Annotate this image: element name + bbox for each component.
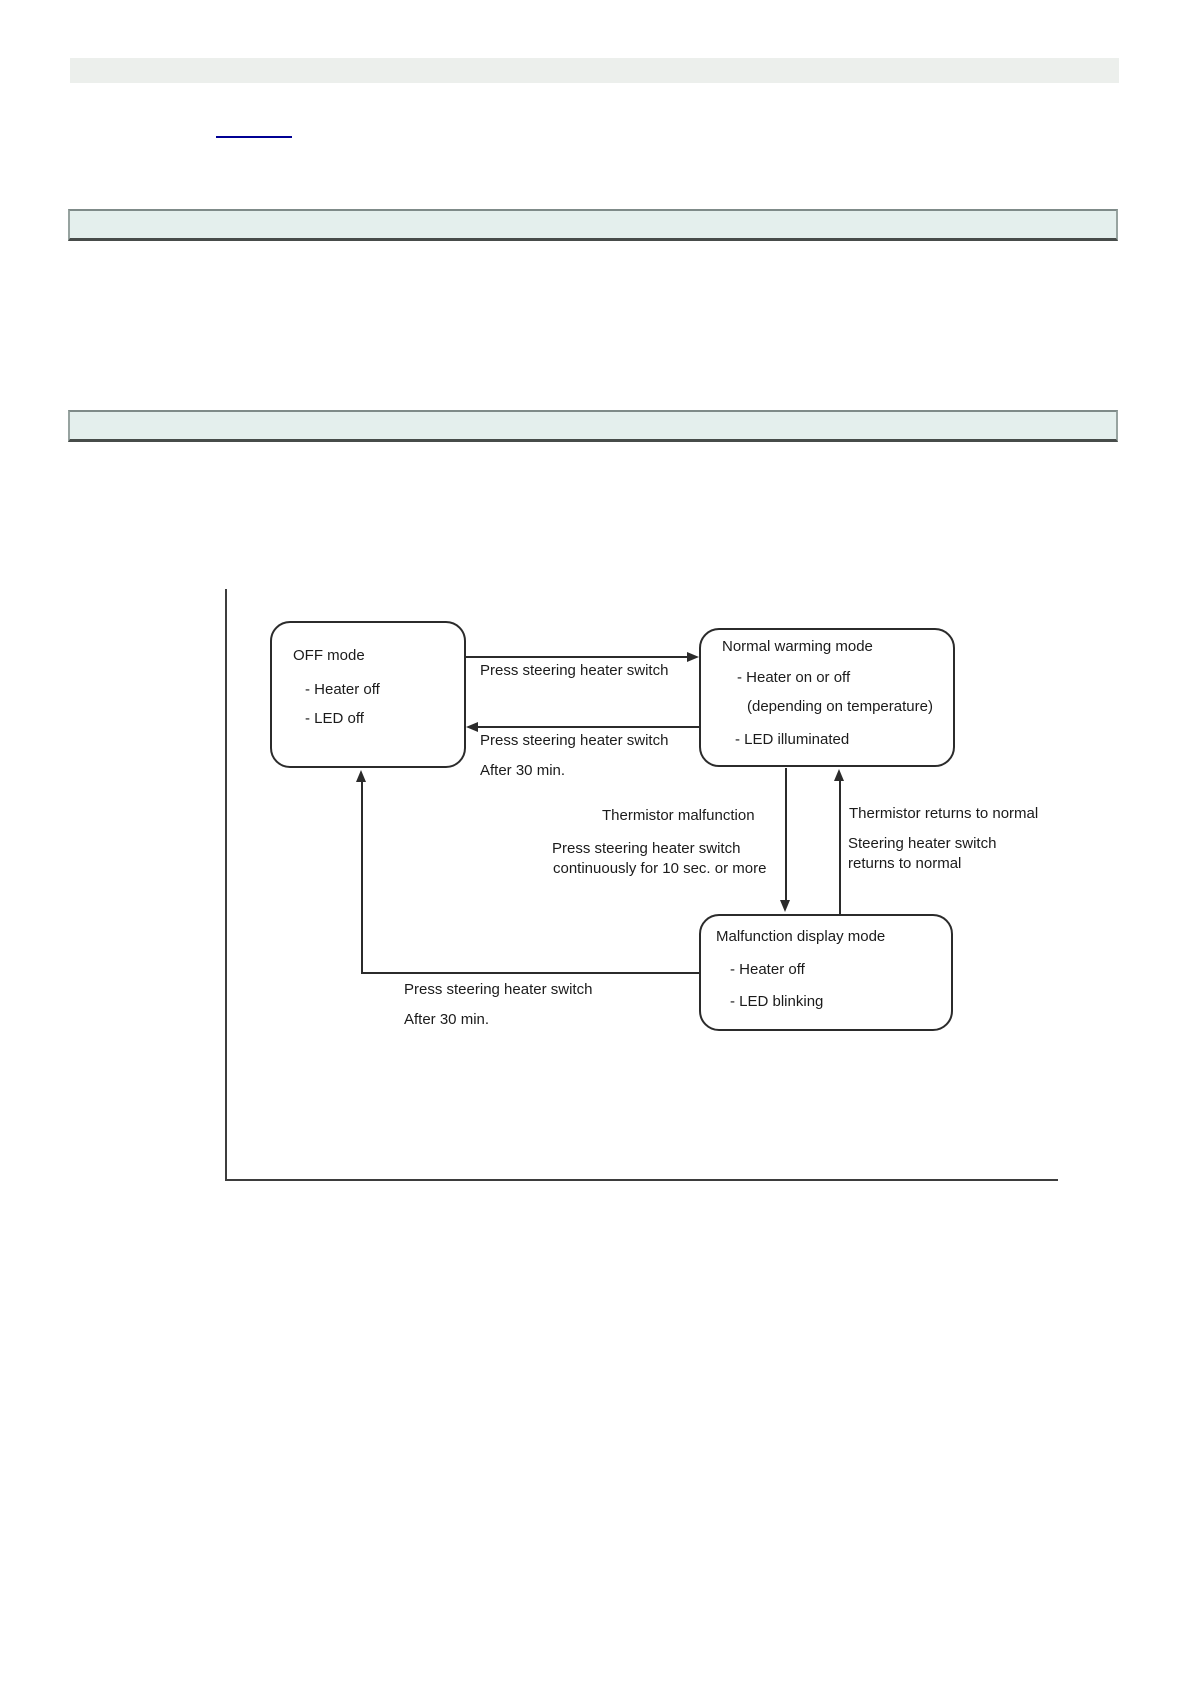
edge-normal-to-malfunction-line [785, 768, 787, 902]
edge-malfunction-to-off-vline [361, 780, 363, 973]
section-header-bar-2 [68, 410, 1118, 442]
top-strip [70, 58, 1119, 83]
malfunction-mode-item-led: - LED blinking [730, 993, 824, 1010]
inline-link[interactable] [216, 124, 292, 138]
press-continuously-label-1: Press steering heater switch [552, 840, 741, 857]
edge-normal-to-off-line [477, 726, 699, 728]
edge-off-to-normal-line [466, 656, 688, 658]
state-box-malfunction-display-mode [699, 914, 953, 1031]
arrowhead-down-icon [780, 900, 790, 912]
steering-returns-label-1: Steering heater switch [848, 835, 997, 852]
section-header-bar-1 [68, 209, 1118, 241]
off-mode-item-heater: - Heater off [305, 681, 380, 698]
arrowhead-left-icon [466, 722, 478, 732]
state-box-normal-warming-mode [699, 628, 955, 767]
normal-mode-title: Normal warming mode [722, 638, 873, 655]
edge-normal-to-off-label-1: Press steering heater switch [480, 732, 669, 749]
edge-off-to-normal-label: Press steering heater switch [480, 662, 669, 679]
edge-malfunction-to-off-label-1: Press steering heater switch [404, 981, 593, 998]
edge-malfunction-to-normal-line [839, 779, 841, 914]
malfunction-mode-title: Malfunction display mode [716, 928, 886, 945]
normal-mode-item-led: - LED illuminated [735, 731, 850, 748]
off-mode-title: OFF mode [293, 647, 365, 664]
off-mode-item-led: - LED off [305, 710, 364, 727]
steering-returns-label-2: returns to normal [848, 855, 962, 872]
press-continuously-label-2: continuously for 10 sec. or more [553, 860, 767, 877]
arrowhead-up-icon [356, 770, 366, 782]
arrowhead-up-icon [834, 769, 844, 781]
diagram-frame-left-border [225, 589, 227, 1181]
edge-malfunction-to-off-hline [361, 972, 699, 974]
state-box-off-mode [270, 621, 466, 768]
normal-mode-item-depending: (depending on temperature) [747, 698, 933, 715]
edge-normal-to-off-label-2: After 30 min. [480, 762, 566, 779]
normal-mode-item-heater: - Heater on or off [737, 669, 851, 686]
diagram-frame-bottom-border [225, 1179, 1058, 1181]
thermistor-returns-label: Thermistor returns to normal [849, 805, 1039, 822]
thermistor-malfunction-label: Thermistor malfunction [602, 807, 755, 824]
arrowhead-right-icon [687, 652, 699, 662]
malfunction-mode-item-heater: - Heater off [730, 961, 805, 978]
edge-malfunction-to-off-label-2: After 30 min. [404, 1011, 490, 1028]
